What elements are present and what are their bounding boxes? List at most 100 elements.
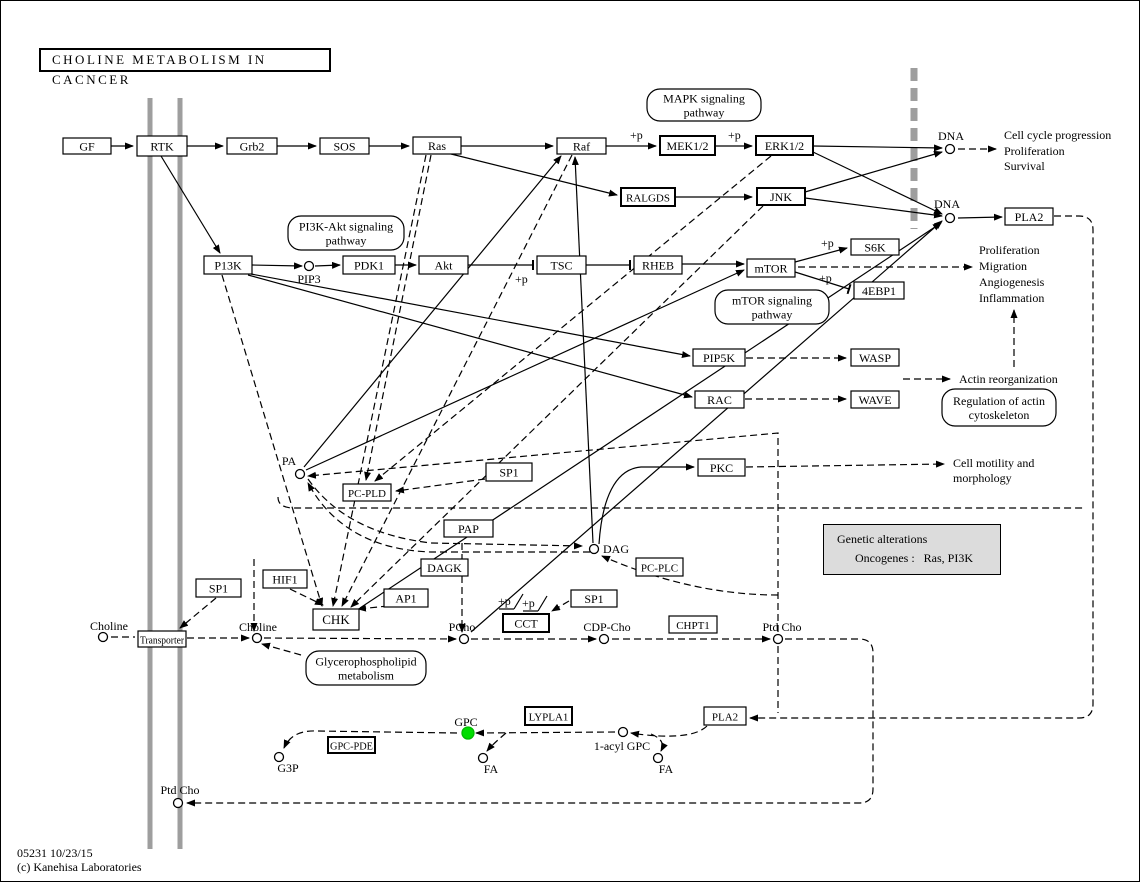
path_actin-box[interactable] (941, 388, 1057, 427)
node-chpt1[interactable]: CHPT1 (668, 615, 718, 634)
node-tsc[interactable]: TSC (536, 255, 587, 275)
pla2_top-box[interactable] (1004, 207, 1054, 226)
node-pip5k[interactable]: PIP5K (692, 348, 746, 367)
g3p-compound-circle[interactable] (273, 751, 285, 763)
pi3k-box[interactable] (203, 255, 253, 275)
node-mtor[interactable]: mTOR (746, 258, 796, 278)
akt-box[interactable] (418, 255, 469, 275)
mtor-box[interactable] (746, 258, 796, 278)
ras-box[interactable] (412, 136, 462, 155)
path_mtor-box[interactable] (714, 289, 830, 325)
fa1-compound-circle[interactable] (477, 752, 489, 764)
acylgpc-compound-circle[interactable] (617, 726, 629, 738)
path_mapk-box[interactable] (646, 88, 762, 122)
node-e4ebp1[interactable]: 4EBP1 (853, 281, 905, 300)
rtk-box[interactable] (136, 135, 188, 157)
node-chk[interactable]: CHK (312, 608, 360, 631)
node-pla2_bot[interactable]: PLA2 (703, 706, 747, 726)
node-sos[interactable]: SOS (319, 137, 370, 155)
node-transporter[interactable]: Transporter (137, 630, 187, 648)
node-pa[interactable]: PA (282, 454, 306, 480)
node-hif1[interactable]: HIF1 (262, 569, 308, 589)
node-erk12[interactable]: ERK1/2 (755, 135, 814, 156)
node-pcpld[interactable]: PC-PLD (342, 483, 392, 502)
tsc-box[interactable] (536, 255, 587, 275)
node-ras[interactable]: Ras (412, 136, 462, 155)
lypla1-box[interactable] (524, 706, 573, 726)
wave-box[interactable] (850, 390, 900, 409)
sp1_mid-box[interactable] (485, 462, 533, 482)
node-chol_r[interactable]: Choline (239, 620, 277, 644)
node-pkc[interactable]: PKC (697, 458, 746, 477)
chol_r-compound-circle[interactable] (251, 632, 263, 644)
node-sp1_left[interactable]: SP1 (195, 578, 242, 598)
node-s6k[interactable]: S6K (850, 238, 900, 256)
node-acylgpc[interactable]: 1-acyl GPC (594, 726, 650, 754)
node-dag[interactable]: DAG (588, 542, 630, 556)
node-lypla1[interactable]: LYPLA1 (524, 706, 573, 726)
e4ebp1-box[interactable] (853, 281, 905, 300)
node-gpcpde[interactable]: GPC-PDE (327, 736, 376, 754)
pap-box[interactable] (443, 519, 494, 538)
node-wave[interactable]: WAVE (850, 390, 900, 409)
node-grb2[interactable]: Grb2 (226, 137, 278, 155)
pcplc-box[interactable] (635, 557, 684, 577)
ptdcho_b-compound-circle[interactable] (172, 797, 184, 809)
node-ralgds[interactable]: RALGDS (620, 187, 676, 207)
node-gf[interactable]: GF (62, 137, 112, 155)
rheb-box[interactable] (633, 255, 683, 275)
raf-box[interactable] (556, 137, 607, 155)
node-chol_l[interactable]: Choline (90, 619, 128, 643)
ralgds-box[interactable] (620, 187, 676, 207)
node-sp1_cct[interactable]: SP1 (570, 589, 618, 608)
gpcpde-box[interactable] (327, 736, 376, 754)
node-pcho[interactable]: PCho (449, 620, 476, 645)
node-pdk1[interactable]: PDK1 (342, 255, 396, 275)
sp1_cct-box[interactable] (570, 589, 618, 608)
pla2_bot-box[interactable] (703, 706, 747, 726)
ap1-box[interactable] (383, 588, 429, 608)
gpc-compound-circle[interactable] (461, 726, 475, 740)
hif1-box[interactable] (262, 569, 308, 589)
rac-box[interactable] (694, 390, 745, 409)
node-rac[interactable]: RAC (694, 390, 745, 409)
grb2-box[interactable] (226, 137, 278, 155)
erk12-box[interactable] (755, 135, 814, 156)
node-ptdcho_b[interactable]: Ptd Cho (160, 783, 200, 809)
transporter-box[interactable] (137, 630, 187, 648)
cct-box[interactable] (502, 613, 550, 633)
node-rheb[interactable]: RHEB (633, 255, 683, 275)
pip5k-box[interactable] (692, 348, 746, 367)
node-pip3[interactable]: PIP3 (297, 260, 321, 287)
wasp-box[interactable] (850, 348, 900, 367)
pkc-box[interactable] (697, 458, 746, 477)
pcpld-box[interactable] (342, 483, 392, 502)
node-mek12[interactable]: MEK1/2 (659, 135, 716, 156)
pdk1-box[interactable] (342, 255, 396, 275)
node-akt[interactable]: Akt (418, 255, 469, 275)
jnk-box[interactable] (756, 187, 806, 206)
node-gpc[interactable]: GPC (454, 715, 478, 740)
node-rtk[interactable]: RTK (136, 135, 188, 157)
path_glycero-box[interactable] (305, 650, 427, 686)
node-ptdcho_m[interactable]: Ptd Cho (762, 620, 802, 645)
chpt1-box[interactable] (668, 615, 718, 634)
dagk-box[interactable] (420, 558, 469, 577)
node-cdpcho[interactable]: CDP-Cho (583, 620, 631, 645)
fa2-compound-circle[interactable] (652, 752, 664, 764)
node-raf[interactable]: Raf (556, 137, 607, 155)
pa-compound-circle[interactable] (294, 468, 306, 480)
node-jnk[interactable]: JNK (756, 187, 806, 206)
node-sp1_mid[interactable]: SP1 (485, 462, 533, 482)
node-wasp[interactable]: WASP (850, 348, 900, 367)
pcho-compound-circle[interactable] (458, 633, 470, 645)
s6k-box[interactable] (850, 238, 900, 256)
node-dagk[interactable]: DAGK (420, 558, 469, 577)
node-pla2_top[interactable]: PLA2 (1004, 207, 1054, 226)
path_pi3kakt-box[interactable] (287, 215, 405, 251)
ptdcho_m-compound-circle[interactable] (772, 633, 784, 645)
